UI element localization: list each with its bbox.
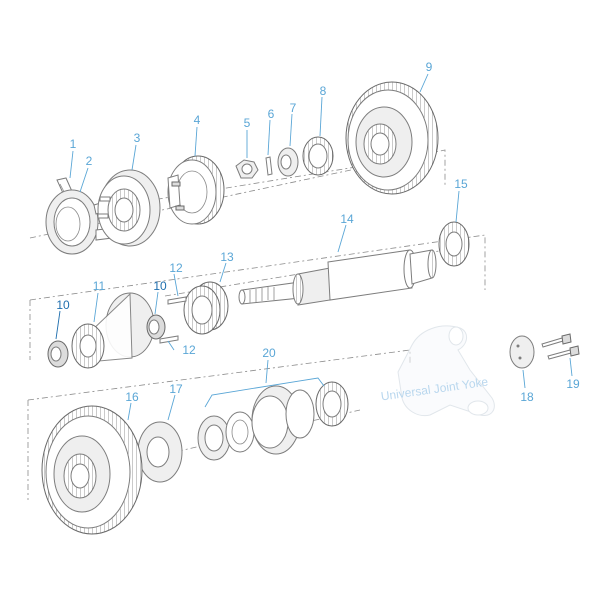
callout-11: 11 bbox=[93, 279, 106, 293]
universal-joint-yoke[interactable] bbox=[397, 325, 495, 417]
part-13-collar-gear[interactable] bbox=[183, 281, 229, 335]
callout-20: 20 bbox=[262, 346, 276, 360]
part-2-synchro-ring[interactable] bbox=[45, 189, 115, 255]
part-20-bearing-assembly[interactable] bbox=[197, 381, 349, 461]
part-18-flange-plate[interactable] bbox=[509, 335, 535, 369]
callout-4: 4 bbox=[194, 113, 201, 127]
callout-10-upper: 10 bbox=[153, 279, 167, 293]
part-6-key[interactable] bbox=[265, 156, 273, 176]
part-7-washer[interactable] bbox=[277, 147, 299, 177]
part-14-main-shaft[interactable] bbox=[238, 249, 437, 306]
callout-7: 7 bbox=[290, 101, 297, 115]
part-4-synchro-sleeve[interactable] bbox=[167, 155, 225, 225]
callout-12-upper: 12 bbox=[169, 261, 183, 275]
part-19-bolts[interactable] bbox=[541, 333, 580, 360]
callout-13: 13 bbox=[220, 250, 234, 264]
callout-10-lower: 10 bbox=[56, 298, 70, 312]
callout-14: 14 bbox=[340, 212, 354, 226]
leader-lines bbox=[55, 73, 573, 421]
part-12-pins[interactable] bbox=[159, 296, 187, 344]
part-3-synchro-hub[interactable] bbox=[97, 169, 161, 247]
callout-1: 1 bbox=[70, 137, 77, 151]
part-5-nut[interactable] bbox=[235, 159, 259, 179]
callout-9: 9 bbox=[426, 60, 433, 74]
callout-2: 2 bbox=[86, 154, 93, 168]
part-16-lower-gear[interactable] bbox=[41, 405, 143, 535]
part-10-bearings[interactable] bbox=[47, 314, 166, 368]
part-11-shoulder-gear[interactable] bbox=[71, 292, 155, 369]
callout-18: 18 bbox=[520, 390, 534, 404]
part-17-thrust-washer[interactable] bbox=[137, 421, 183, 483]
callout-5: 5 bbox=[244, 116, 251, 130]
callout-labels: 1 2 3 4 5 6 7 8 9 10 10 11 12 12 13 14 1… bbox=[56, 60, 580, 404]
part-8-lock-ring[interactable] bbox=[302, 136, 334, 176]
callout-15: 15 bbox=[454, 177, 468, 191]
callout-12-lower: 12 bbox=[182, 343, 196, 357]
callout-3: 3 bbox=[134, 131, 141, 145]
callout-6: 6 bbox=[268, 107, 275, 121]
part-9-large-gear[interactable] bbox=[345, 81, 439, 195]
callout-16: 16 bbox=[125, 390, 139, 404]
callout-8: 8 bbox=[320, 84, 327, 98]
callout-17: 17 bbox=[169, 382, 183, 396]
part-15-small-gear[interactable] bbox=[438, 221, 470, 267]
callout-19: 19 bbox=[566, 377, 580, 391]
